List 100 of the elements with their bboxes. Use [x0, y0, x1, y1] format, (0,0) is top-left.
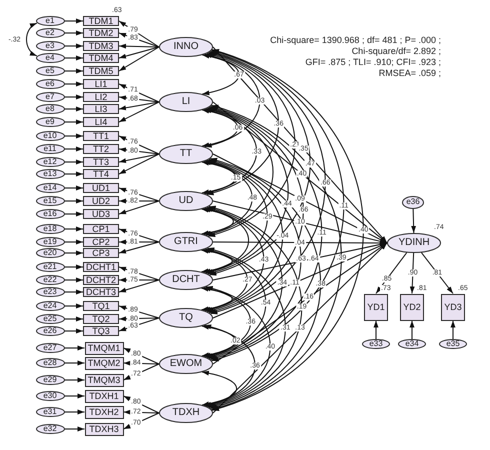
double-headed-arrow	[207, 108, 289, 274]
arrow	[64, 198, 84, 204]
observed-variable-box	[83, 117, 119, 127]
error-term-ellipse	[398, 339, 426, 349]
variable-name: DCHT	[172, 275, 200, 285]
arrow	[64, 316, 84, 322]
observed-variable-box	[364, 294, 388, 320]
variable-name: UD2	[92, 196, 110, 206]
error-term-ellipse	[36, 248, 64, 258]
error-term-ellipse	[36, 262, 64, 272]
double-headed-arrow	[204, 108, 258, 194]
double-headed-arrow	[211, 50, 344, 362]
latent-variable-ellipse	[159, 191, 213, 211]
arrow	[118, 280, 160, 292]
double-headed-arrow	[206, 206, 283, 358]
arrow	[64, 410, 85, 414]
error-term-ellipse	[36, 224, 64, 234]
arrow	[410, 320, 414, 340]
variable-name: e19	[43, 238, 57, 246]
arrow	[212, 242, 388, 414]
error-term-ellipse	[36, 169, 64, 179]
observed-variable-box	[83, 248, 119, 258]
arrow	[64, 378, 85, 382]
arrow	[64, 240, 84, 244]
error-term-ellipse	[402, 196, 424, 208]
arrow	[64, 304, 84, 308]
observed-variable-box	[83, 104, 119, 114]
variable-name: LI4	[94, 118, 108, 126]
observed-variable-box	[400, 294, 424, 320]
variable-name: GTRI	[174, 237, 198, 247]
arrow	[450, 320, 456, 340]
observed-variable-box	[83, 157, 119, 167]
arrow	[118, 46, 160, 58]
variable-name: TT1	[92, 132, 109, 140]
variable-name: TQ	[179, 313, 193, 323]
arrow	[64, 18, 84, 24]
error-term-ellipse	[36, 28, 64, 38]
arrow	[64, 56, 84, 60]
double-headed-arrow	[202, 109, 238, 147]
double-headed-arrow	[208, 158, 302, 360]
arrow	[212, 46, 388, 244]
error-term-ellipse	[36, 358, 64, 368]
variable-name: TDM3	[88, 42, 114, 50]
arrow	[118, 46, 160, 72]
error-term-ellipse	[36, 237, 64, 247]
variable-name: TT3	[92, 158, 109, 166]
arrow	[64, 172, 84, 176]
error-term-ellipse	[36, 79, 64, 89]
variable-name: TQ1	[92, 302, 110, 310]
variable-name: TMQM3	[88, 376, 120, 384]
double-headed-arrow	[26, 22, 38, 56]
double-headed-arrow	[202, 54, 240, 95]
observed-variable-box	[83, 262, 119, 272]
variable-name: CP2	[92, 238, 110, 246]
error-term-ellipse	[36, 157, 64, 167]
observed-variable-box	[83, 28, 119, 38]
error-term-ellipse	[36, 343, 64, 353]
variable-name: e26	[43, 327, 57, 335]
observed-variable-box	[83, 287, 119, 297]
double-headed-arrow	[210, 106, 322, 360]
arrow	[118, 84, 160, 102]
arrow	[118, 242, 160, 254]
error-term-ellipse	[36, 183, 64, 193]
arrow	[64, 146, 84, 152]
variable-name: e32	[43, 425, 57, 433]
variable-name: TQ3	[92, 326, 110, 336]
variable-name: e13	[43, 170, 57, 178]
variable-name: e22	[43, 276, 57, 284]
variable-name: e11	[44, 145, 56, 153]
arrow	[118, 136, 160, 154]
variable-name: e18	[43, 225, 57, 233]
observed-variable-box	[83, 224, 119, 234]
variable-name: e28	[43, 359, 57, 367]
variable-name: YD3	[444, 302, 462, 312]
observed-variable-box	[83, 196, 119, 206]
arrow	[410, 252, 415, 294]
variable-name: TDM4	[88, 54, 114, 62]
double-headed-arrow	[206, 108, 274, 236]
variable-name: e33	[369, 340, 383, 348]
double-headed-arrow	[205, 160, 268, 274]
double-headed-arrow	[208, 106, 304, 314]
fit-statistics-text: RMSEA= .059 ;	[378, 69, 441, 78]
variable-name: e30	[43, 392, 57, 400]
observed-variable-box	[83, 41, 119, 51]
double-headed-arrow	[210, 104, 342, 410]
double-headed-arrow	[204, 208, 264, 312]
observed-variable-box	[83, 144, 119, 154]
arrow	[64, 360, 85, 366]
double-headed-arrow	[204, 324, 256, 406]
double-headed-arrow	[208, 51, 311, 276]
variable-name: e24	[43, 302, 57, 310]
observed-variable-box	[83, 237, 119, 247]
error-term-ellipse	[36, 375, 64, 385]
latent-variable-ellipse	[159, 270, 213, 290]
arrow	[118, 200, 160, 214]
fit-statistics-text: GFI= .875 ; TLI= .910; CFI= .923 ;	[305, 58, 441, 67]
error-term-ellipse	[36, 104, 64, 114]
double-headed-arrow	[201, 324, 236, 358]
latent-variable-ellipse	[159, 92, 213, 112]
error-term-ellipse	[439, 339, 467, 349]
